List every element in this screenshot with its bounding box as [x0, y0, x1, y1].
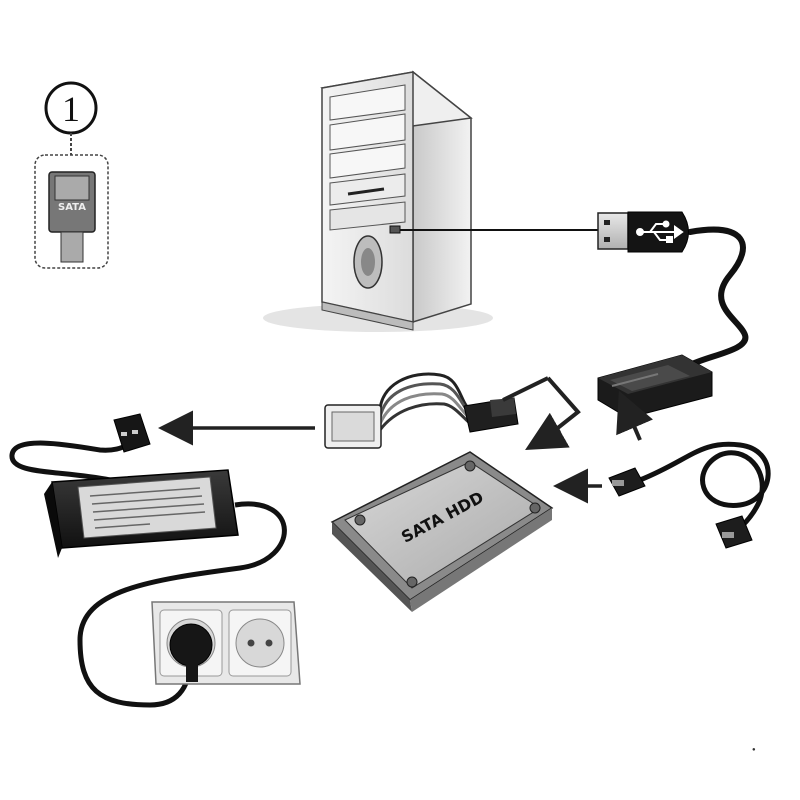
molex-sata-power-cable: [324, 372, 519, 449]
usb-icon: [636, 220, 684, 243]
detail-connector-label: SATA: [58, 202, 86, 213]
step-number-badge: 1: [44, 81, 98, 135]
computer-tower: [263, 70, 493, 332]
power-adapter: [9, 413, 287, 708]
sata-data-cable: [608, 441, 771, 549]
tower-usb-port: [389, 225, 401, 234]
wall-socket: [151, 601, 301, 685]
usb-cable: [400, 211, 749, 368]
step-number: 1: [62, 89, 80, 129]
sata-hdd: SATA HDD: [330, 451, 554, 612]
footnote-mark: ●: [752, 747, 756, 753]
usb-sata-adapter: [597, 354, 713, 419]
sata-connector-detail: SATA: [34, 154, 109, 269]
adapter-pointer-arrow: [616, 390, 653, 441]
